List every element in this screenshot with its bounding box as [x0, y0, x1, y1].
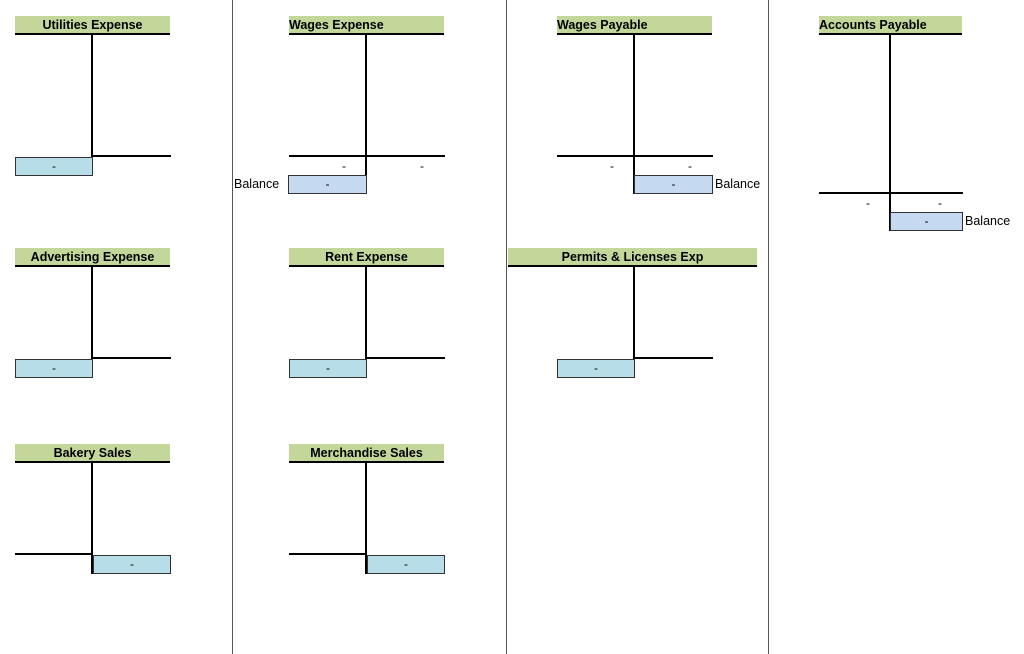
debit-entry[interactable]: - — [610, 159, 614, 173]
account-title: Rent Expense — [289, 248, 444, 267]
t-vertical-line — [91, 463, 93, 574]
balance-label: Balance — [715, 177, 761, 191]
debit-entry[interactable]: - — [342, 159, 346, 173]
balance-label: Balance — [234, 177, 280, 191]
account-title: Wages Payable — [557, 16, 712, 35]
t-horizontal-line — [289, 553, 365, 555]
credit-entry[interactable]: - — [938, 196, 942, 210]
account-title: Advertising Expense — [15, 248, 170, 267]
t-vertical-line — [91, 35, 93, 176]
credit-balance-cell[interactable]: - — [890, 212, 963, 231]
credit-balance-cell[interactable]: - — [93, 555, 171, 574]
debit-entry[interactable]: - — [866, 196, 870, 210]
credit-balance-cell[interactable]: - — [367, 555, 445, 574]
t-vertical-line — [889, 35, 891, 231]
debit-balance-cell[interactable]: - — [557, 359, 635, 378]
t-horizontal-line — [93, 155, 171, 157]
t-vertical-line — [365, 35, 367, 194]
t-horizontal-line — [289, 155, 445, 157]
account-title: Permits & Licenses Exp — [508, 248, 757, 267]
column-divider — [768, 0, 769, 654]
t-horizontal-line — [367, 357, 445, 359]
t-vertical-line — [91, 267, 93, 378]
t-horizontal-line — [15, 553, 91, 555]
account-title: Bakery Sales — [15, 444, 170, 463]
account-title: Accounts Payable — [819, 16, 962, 35]
column-divider — [506, 0, 507, 654]
column-divider — [232, 0, 233, 654]
t-horizontal-line — [93, 357, 171, 359]
account-title: Wages Expense — [289, 16, 444, 35]
debit-balance-cell[interactable]: - — [15, 359, 93, 378]
credit-entry[interactable]: - — [688, 159, 692, 173]
t-vertical-line — [633, 267, 635, 378]
credit-balance-cell[interactable]: - — [634, 175, 713, 194]
debit-balance-cell[interactable]: - — [289, 359, 367, 378]
t-vertical-line — [633, 35, 635, 194]
t-horizontal-line — [819, 192, 963, 194]
credit-entry[interactable]: - — [420, 159, 424, 173]
t-horizontal-line — [557, 155, 713, 157]
account-title: Merchandise Sales — [289, 444, 444, 463]
debit-balance-cell[interactable]: - — [15, 157, 93, 176]
t-vertical-line — [365, 267, 367, 378]
debit-balance-cell[interactable]: - — [288, 175, 367, 194]
t-vertical-line — [365, 463, 367, 574]
account-title: Utilities Expense — [15, 16, 170, 35]
t-horizontal-line — [635, 357, 713, 359]
balance-label: Balance — [965, 214, 1011, 228]
